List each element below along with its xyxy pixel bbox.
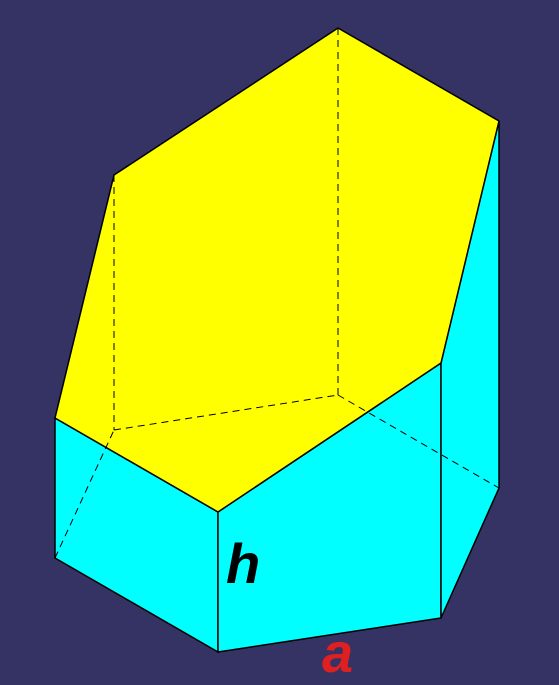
side-length-label: a [322, 621, 353, 684]
hidden-bottom-edge-3 [337, 394, 500, 489]
hidden-edges [54, 28, 500, 559]
height-label: h [226, 532, 260, 595]
hidden-bottom-edge-2 [113, 394, 339, 431]
